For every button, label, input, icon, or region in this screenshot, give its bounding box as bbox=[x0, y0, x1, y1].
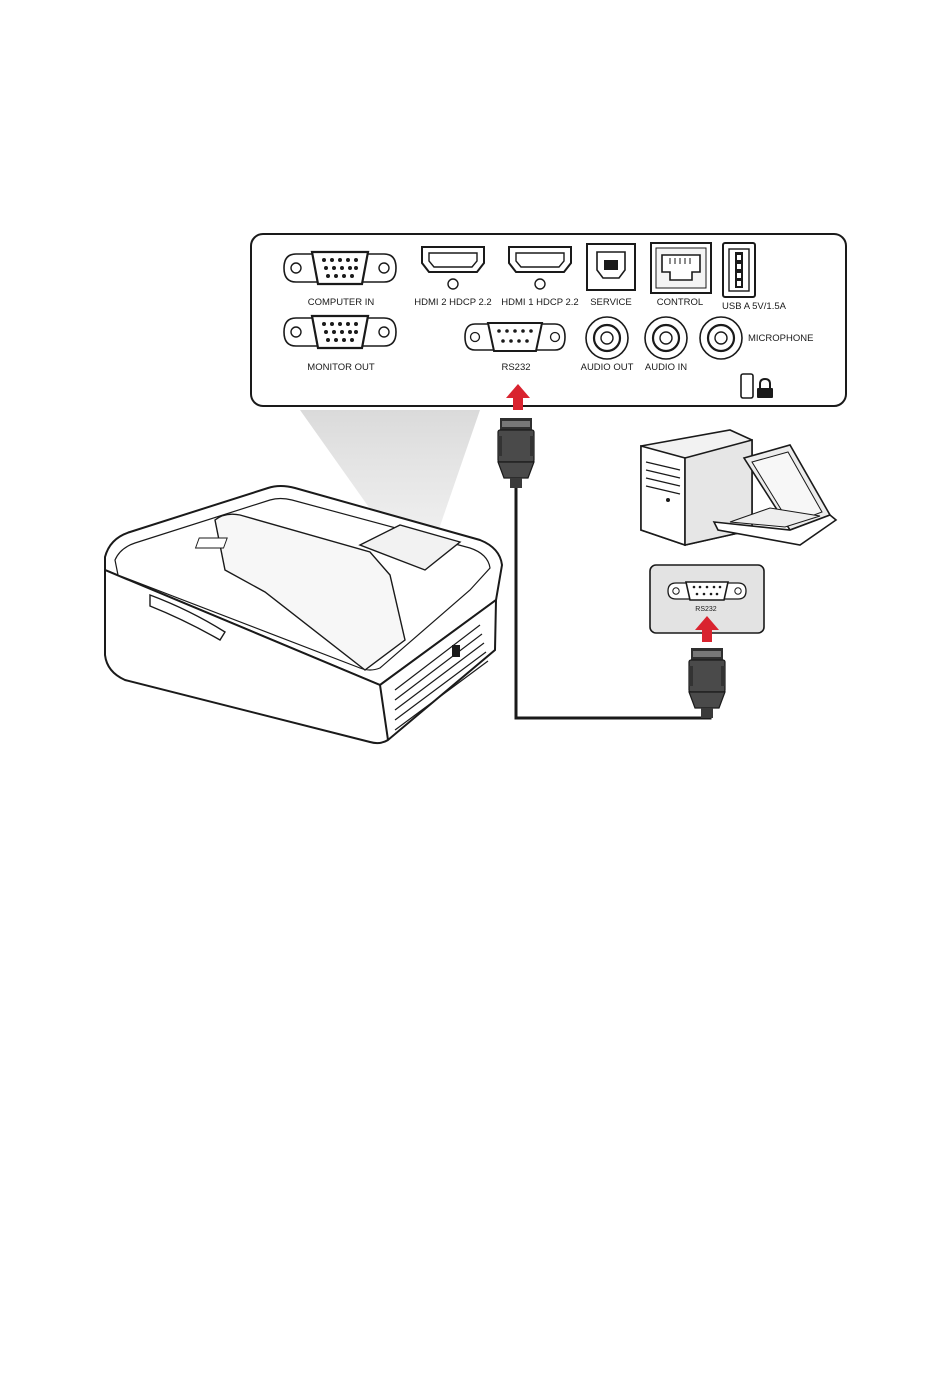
projector-icon bbox=[105, 486, 502, 743]
control-label: CONTROL bbox=[657, 297, 703, 308]
audio-out-label: AUDIO OUT bbox=[581, 362, 634, 373]
hdmi2-label: HDMI 2 HDCP 2.2 bbox=[414, 297, 491, 308]
computer-in-label: COMPUTER IN bbox=[308, 297, 375, 308]
usb-b-port-icon bbox=[587, 244, 635, 290]
control-port: CONTROL bbox=[651, 243, 711, 308]
audio-jack-icon bbox=[645, 317, 687, 359]
rear-io-panel: COMPUTER IN MONITOR OUT HDMI 2 HDCP 2.2 … bbox=[251, 234, 846, 406]
vga-port-icon bbox=[284, 252, 396, 284]
pc-rs232-label: RS232 bbox=[695, 606, 717, 613]
usb-a-port-icon bbox=[723, 243, 755, 297]
usb-label: USB A 5V/1.5A bbox=[722, 301, 787, 312]
audio-in-label: AUDIO IN bbox=[645, 362, 687, 373]
audio-jack-icon bbox=[586, 317, 628, 359]
monitor-out-label: MONITOR OUT bbox=[307, 362, 375, 373]
microphone-label: MICROPHONE bbox=[748, 333, 813, 344]
hdmi1-label: HDMI 1 HDCP 2.2 bbox=[501, 297, 578, 308]
audio-jack-icon bbox=[700, 317, 742, 359]
db9-connector-icon bbox=[689, 648, 725, 718]
rj45-port-icon bbox=[651, 243, 711, 293]
service-label: SERVICE bbox=[590, 297, 632, 308]
vga-port-icon bbox=[284, 316, 396, 348]
db9-port-icon bbox=[465, 323, 565, 351]
service-port: SERVICE bbox=[587, 244, 635, 308]
db9-connector-icon bbox=[498, 418, 534, 488]
rs232-label: RS232 bbox=[501, 362, 530, 373]
db9-port-icon bbox=[668, 582, 746, 600]
audio-in-port: AUDIO IN bbox=[645, 317, 687, 373]
